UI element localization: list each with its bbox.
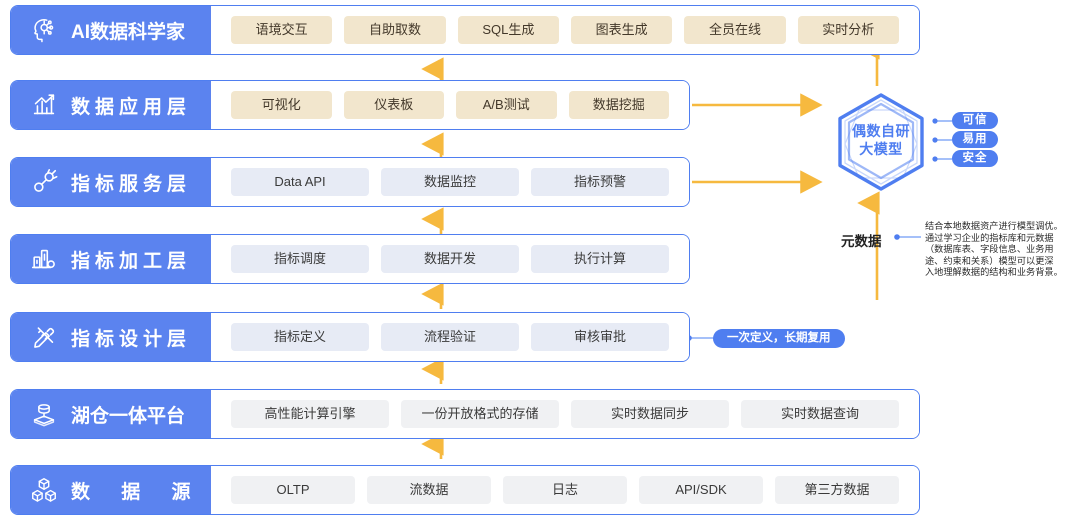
chip-item[interactable]: 审核审批 [531, 323, 669, 351]
chip-item[interactable]: 执行计算 [531, 245, 669, 273]
layer-items-data-application-layer: 可视化 仪表板 A/B测试 数据挖掘 [211, 81, 689, 129]
chip-item[interactable]: Data API [231, 168, 369, 196]
metadata-note-line: 途、约束和关系）模型可以更深 [925, 255, 1054, 266]
layer-label-metric-service-layer: 指标服务层 [11, 158, 211, 206]
chip-item[interactable]: 流数据 [367, 476, 491, 504]
metadata-note: 结合本地数据资产进行模型调优。 通过学习企业的指标库和元数据 （数据库表、字段信… [925, 221, 1075, 279]
chip-item[interactable]: 实时数据同步 [571, 400, 729, 428]
metadata-note-line: 入地理解数据的结构和业务背景。 [925, 267, 1063, 278]
layer-row-metric-design-layer[interactable]: 指标设计层 指标定义 流程验证 审核审批 [10, 312, 690, 362]
layer-title: 指标设计层 [71, 328, 192, 350]
chip-item[interactable]: 数据监控 [381, 168, 519, 196]
chip-item[interactable]: API/SDK [639, 476, 763, 504]
layer-row-data-application-layer[interactable]: 数据应用层 可视化 仪表板 A/B测试 数据挖掘 [10, 80, 690, 130]
layer-items-lakehouse-platform: 高性能计算引擎 一份开放格式的存储 实时数据同步 实时数据查询 [211, 390, 919, 438]
layer-title: 数据应用层 [71, 96, 192, 118]
layer-title: AI数据科学家 [71, 21, 186, 43]
layer-title: 指标加工层 [71, 250, 192, 272]
layer-title: 湖仓一体平台 [71, 405, 186, 427]
self-developed-model-node[interactable]: 偶数自研 大模型 [825, 88, 937, 200]
model-name-line2: 大模型 [859, 141, 903, 157]
bar-chart-dot-icon [27, 242, 61, 276]
layer-label-ai-data-scientist: AI数据科学家 [11, 6, 211, 54]
feature-pill-secure[interactable]: 安全 [952, 150, 998, 167]
layer-label-lakehouse-platform: 湖仓一体平台 [11, 390, 211, 438]
chip-item[interactable]: 指标调度 [231, 245, 369, 273]
layer-label-metric-processing-layer: 指标加工层 [11, 235, 211, 283]
metadata-note-line: （数据库表、字段信息、业务用 [925, 244, 1054, 255]
lakehouse-stack-icon [27, 397, 61, 431]
chip-item[interactable]: 一份开放格式的存储 [401, 400, 559, 428]
layer-row-data-source[interactable]: 数 据 源 OLTP 流数据 日志 API/SDK 第三方数据 [10, 465, 920, 515]
chip-item[interactable]: OLTP [231, 476, 355, 504]
reuse-pill[interactable]: 一次定义，长期复用 [713, 329, 845, 348]
feature-pill-trustworthy[interactable]: 可信 [952, 112, 998, 129]
metadata-label: 元数据 [841, 234, 882, 249]
chip-item[interactable]: 数据挖掘 [568, 91, 669, 119]
chip-item[interactable]: 可视化 [231, 91, 332, 119]
metadata-note-line: 结合本地数据资产进行模型调优。 [925, 221, 1063, 231]
chip-item[interactable]: 实时分析 [797, 16, 899, 44]
layer-label-data-application-layer: 数据应用层 [11, 81, 211, 129]
layer-items-metric-design-layer: 指标定义 流程验证 审核审批 [211, 313, 689, 361]
model-name-line1: 偶数自研 [852, 123, 910, 139]
layer-row-metric-processing-layer[interactable]: 指标加工层 指标调度 数据开发 执行计算 [10, 234, 690, 284]
chip-item[interactable]: 全员在线 [684, 16, 786, 44]
chip-item[interactable]: 流程验证 [381, 323, 519, 351]
chip-item[interactable]: 图表生成 [570, 16, 673, 44]
chip-item[interactable]: 实时数据查询 [741, 400, 899, 428]
cubes-icon [27, 473, 61, 507]
chip-item[interactable]: 指标定义 [231, 323, 369, 351]
chip-item[interactable]: 指标预警 [531, 168, 669, 196]
chip-item[interactable]: 高性能计算引擎 [231, 400, 389, 428]
layer-title: 数 据 源 [71, 481, 204, 503]
layer-title: 指标服务层 [71, 173, 192, 195]
chip-item[interactable]: 第三方数据 [775, 476, 899, 504]
ruler-pen-icon [27, 320, 61, 354]
ai-head-icon [27, 13, 61, 47]
layer-items-metric-processing-layer: 指标调度 数据开发 执行计算 [211, 235, 689, 283]
layer-label-data-source: 数 据 源 [11, 466, 211, 514]
chip-item[interactable]: SQL生成 [457, 16, 559, 44]
chip-item[interactable]: 仪表板 [343, 91, 444, 119]
chip-item[interactable]: 数据开发 [381, 245, 519, 273]
chip-item[interactable]: 语境交互 [231, 16, 333, 44]
metadata-note-line: 通过学习企业的指标库和元数据 [925, 232, 1054, 243]
layer-row-metric-service-layer[interactable]: 指标服务层 Data API 数据监控 指标预警 [10, 157, 690, 207]
chip-item[interactable]: 自助取数 [344, 16, 446, 44]
feature-pill-easy-to-use[interactable]: 易用 [952, 131, 998, 148]
layer-label-metric-design-layer: 指标设计层 [11, 313, 211, 361]
chip-item[interactable]: A/B测试 [456, 91, 557, 119]
layer-row-lakehouse-platform[interactable]: 湖仓一体平台 高性能计算引擎 一份开放格式的存储 实时数据同步 实时数据查询 [10, 389, 920, 439]
layer-items-ai-data-scientist: 语境交互 自助取数 SQL生成 图表生成 全员在线 实时分析 [211, 6, 919, 54]
layer-row-ai-data-scientist[interactable]: AI数据科学家 语境交互 自助取数 SQL生成 图表生成 全员在线 实时分析 [10, 5, 920, 55]
plug-connect-icon [27, 165, 61, 199]
model-name: 偶数自研 大模型 [825, 122, 937, 158]
chip-item[interactable]: 日志 [503, 476, 627, 504]
layer-items-metric-service-layer: Data API 数据监控 指标预警 [211, 158, 689, 206]
layer-items-data-source: OLTP 流数据 日志 API/SDK 第三方数据 [211, 466, 919, 514]
bar-chart-up-icon [27, 88, 61, 122]
